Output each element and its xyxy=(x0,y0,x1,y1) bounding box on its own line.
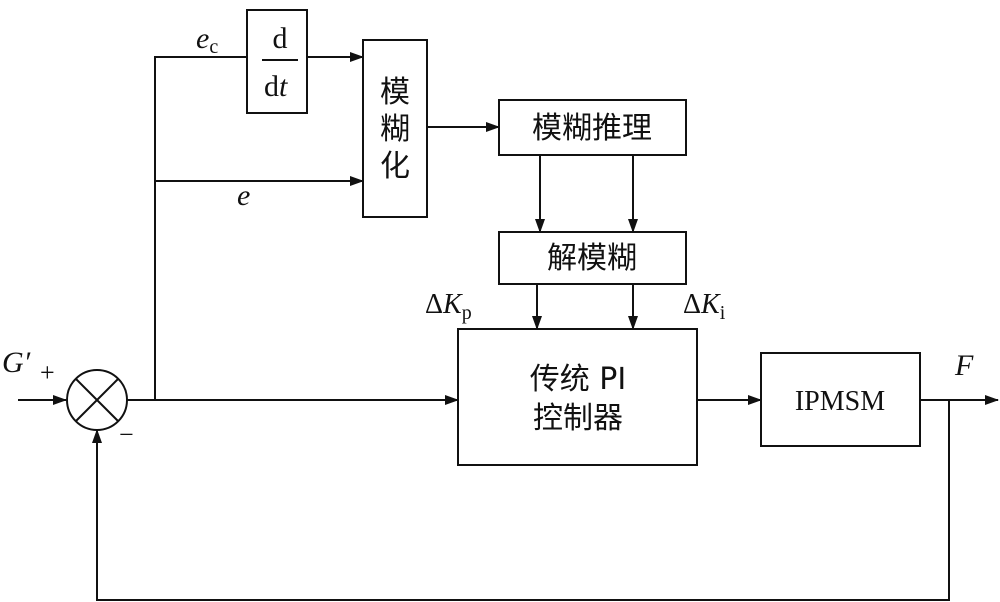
summing-cross-b xyxy=(75,378,119,422)
delta-kp-k: K xyxy=(442,289,463,320)
fuzzify-block-box xyxy=(362,39,428,218)
fuzzy-inference-label: 模糊推理 xyxy=(532,111,652,146)
defuzzify-block: 解模糊 xyxy=(498,231,687,285)
denominator-t: t xyxy=(279,70,288,103)
delta-ki-label: ΔKi xyxy=(683,289,726,324)
motor-box xyxy=(760,352,921,447)
delta-ki-delta: Δ xyxy=(683,289,701,320)
fuzzify-char-3: 化 xyxy=(380,149,410,184)
derivative-block: d dt xyxy=(246,9,308,114)
plus-sign: + xyxy=(40,358,55,387)
defuzzify-label: 解模糊 xyxy=(547,241,637,276)
minus-sign: − xyxy=(119,420,134,449)
output-label: F xyxy=(954,349,974,382)
ec-main: e xyxy=(196,22,209,55)
fuzzy-inference-block: 模糊推理 xyxy=(498,99,687,156)
pi-controller-box xyxy=(457,328,698,466)
derivative-denominator: dt xyxy=(264,70,288,103)
defuzzify-box xyxy=(498,231,687,285)
delta-kp-delta: Δ xyxy=(425,289,443,320)
denominator-d: d xyxy=(264,70,279,103)
pi-controller-line1: 传统 PI xyxy=(530,362,626,397)
derivative-block-box xyxy=(246,9,308,114)
ec-label: ec xyxy=(196,22,218,58)
delta-ki-sub: i xyxy=(720,302,726,324)
feedback-path xyxy=(92,400,950,601)
fuzzify-char-1: 模 xyxy=(380,75,410,110)
signal-wires xyxy=(18,52,999,601)
reference-label: G′ xyxy=(2,346,31,379)
derivative-numerator: d xyxy=(273,22,288,55)
error-branch-to-derivative xyxy=(154,56,247,400)
delta-kp-label: ΔKp xyxy=(425,289,472,324)
e-label: e xyxy=(237,179,250,212)
fuzzy-inference-box xyxy=(498,99,687,156)
pi-controller-line2: 控制器 xyxy=(533,401,623,436)
motor-label: IPMSM xyxy=(795,386,885,417)
delta-kp-sub: p xyxy=(462,302,472,324)
delta-ki-k: K xyxy=(700,289,721,320)
ec-sub: c xyxy=(209,36,218,58)
pi-controller-block: 传统 PI 控制器 xyxy=(457,328,698,466)
summing-junction xyxy=(66,369,128,431)
motor-block: IPMSM xyxy=(760,352,921,447)
fuzzify-char-2: 糊 xyxy=(380,112,410,147)
fuzzify-block: 模 糊 化 xyxy=(362,39,428,218)
signal-labels: G′ + − ec e ΔKp ΔKi F xyxy=(2,22,974,449)
